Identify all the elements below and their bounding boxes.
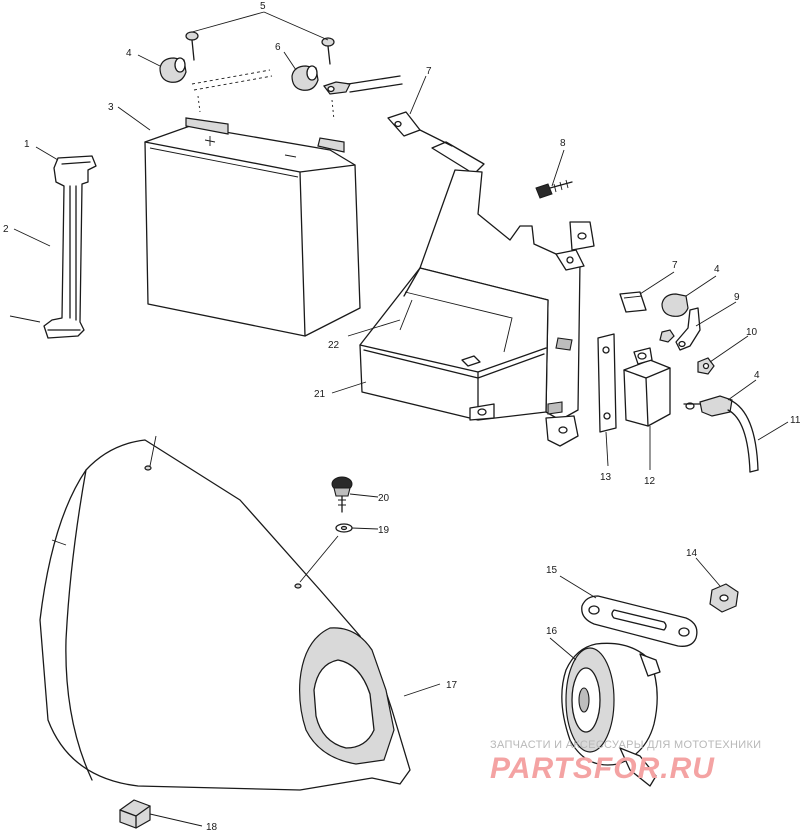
fastener-washer <box>335 523 353 533</box>
ground-lead <box>675 307 701 351</box>
watermark-brand: PARTSFOR.RU <box>490 752 715 785</box>
battery-strap <box>43 155 97 339</box>
callout-5: 5 <box>260 1 266 12</box>
callout-17: 17 <box>446 680 458 691</box>
positive-cable <box>323 75 403 95</box>
mounting-screw <box>535 179 573 199</box>
callout-4-right: 4 <box>714 264 720 275</box>
callout-4-left: 4 <box>126 48 132 59</box>
hold-down-bracket-top <box>387 111 485 175</box>
battery-cable <box>683 395 759 473</box>
mounting-plate <box>597 333 617 433</box>
terminal-bolt-left <box>185 31 199 61</box>
callout-11: 11 <box>790 415 800 426</box>
starter-relay <box>623 347 671 427</box>
watermark: ЗАПЧАСТИ И АКСЕССУАРЫ ДЛЯ МОТОТЕХНИКИ PA… <box>490 739 761 785</box>
callout-19: 19 <box>378 525 390 536</box>
callout-2: 2 <box>3 224 9 235</box>
callout-22: 22 <box>328 340 340 351</box>
battery <box>144 117 361 337</box>
callout-8: 8 <box>560 138 566 149</box>
callout-1: 1 <box>24 139 30 150</box>
horn-nut <box>709 583 739 613</box>
leader-lines <box>9 11 789 827</box>
callout-7-right: 7 <box>672 260 678 271</box>
horn-bracket <box>581 595 698 647</box>
callout-3: 3 <box>108 102 114 113</box>
front-hood <box>39 439 411 791</box>
terminal-cap-left <box>159 57 187 83</box>
callout-12: 12 <box>644 476 656 487</box>
callout-18: 18 <box>206 822 218 832</box>
callout-6: 6 <box>275 42 281 53</box>
callout-14: 14 <box>686 548 698 559</box>
watermark-subtitle: ЗАПЧАСТИ И АКСЕССУАРЫ ДЛЯ МОТОТЕХНИКИ <box>490 739 761 751</box>
hex-nut-small <box>659 329 675 343</box>
callout-labels: 1 2 3 4 5 6 7 8 7 4 9 10 4 11 12 13 21 2… <box>3 1 800 832</box>
horn <box>561 642 661 787</box>
callout-15: 15 <box>546 565 558 576</box>
terminal-cap-tray <box>661 293 689 317</box>
callout-20: 20 <box>378 493 390 504</box>
callout-7-top: 7 <box>426 66 432 77</box>
clip-nut <box>119 799 151 829</box>
callout-16: 16 <box>546 626 558 637</box>
callout-10: 10 <box>746 327 758 338</box>
callout-9: 9 <box>734 292 740 303</box>
terminal-cap-right <box>291 65 319 91</box>
callout-13: 13 <box>600 472 612 483</box>
hood-fastener <box>331 476 353 513</box>
battery-tray <box>359 169 595 447</box>
retaining-clip <box>619 291 647 313</box>
callout-21: 21 <box>314 389 326 400</box>
callout-4-cable: 4 <box>754 370 760 381</box>
terminal-bolt-right <box>321 37 335 65</box>
